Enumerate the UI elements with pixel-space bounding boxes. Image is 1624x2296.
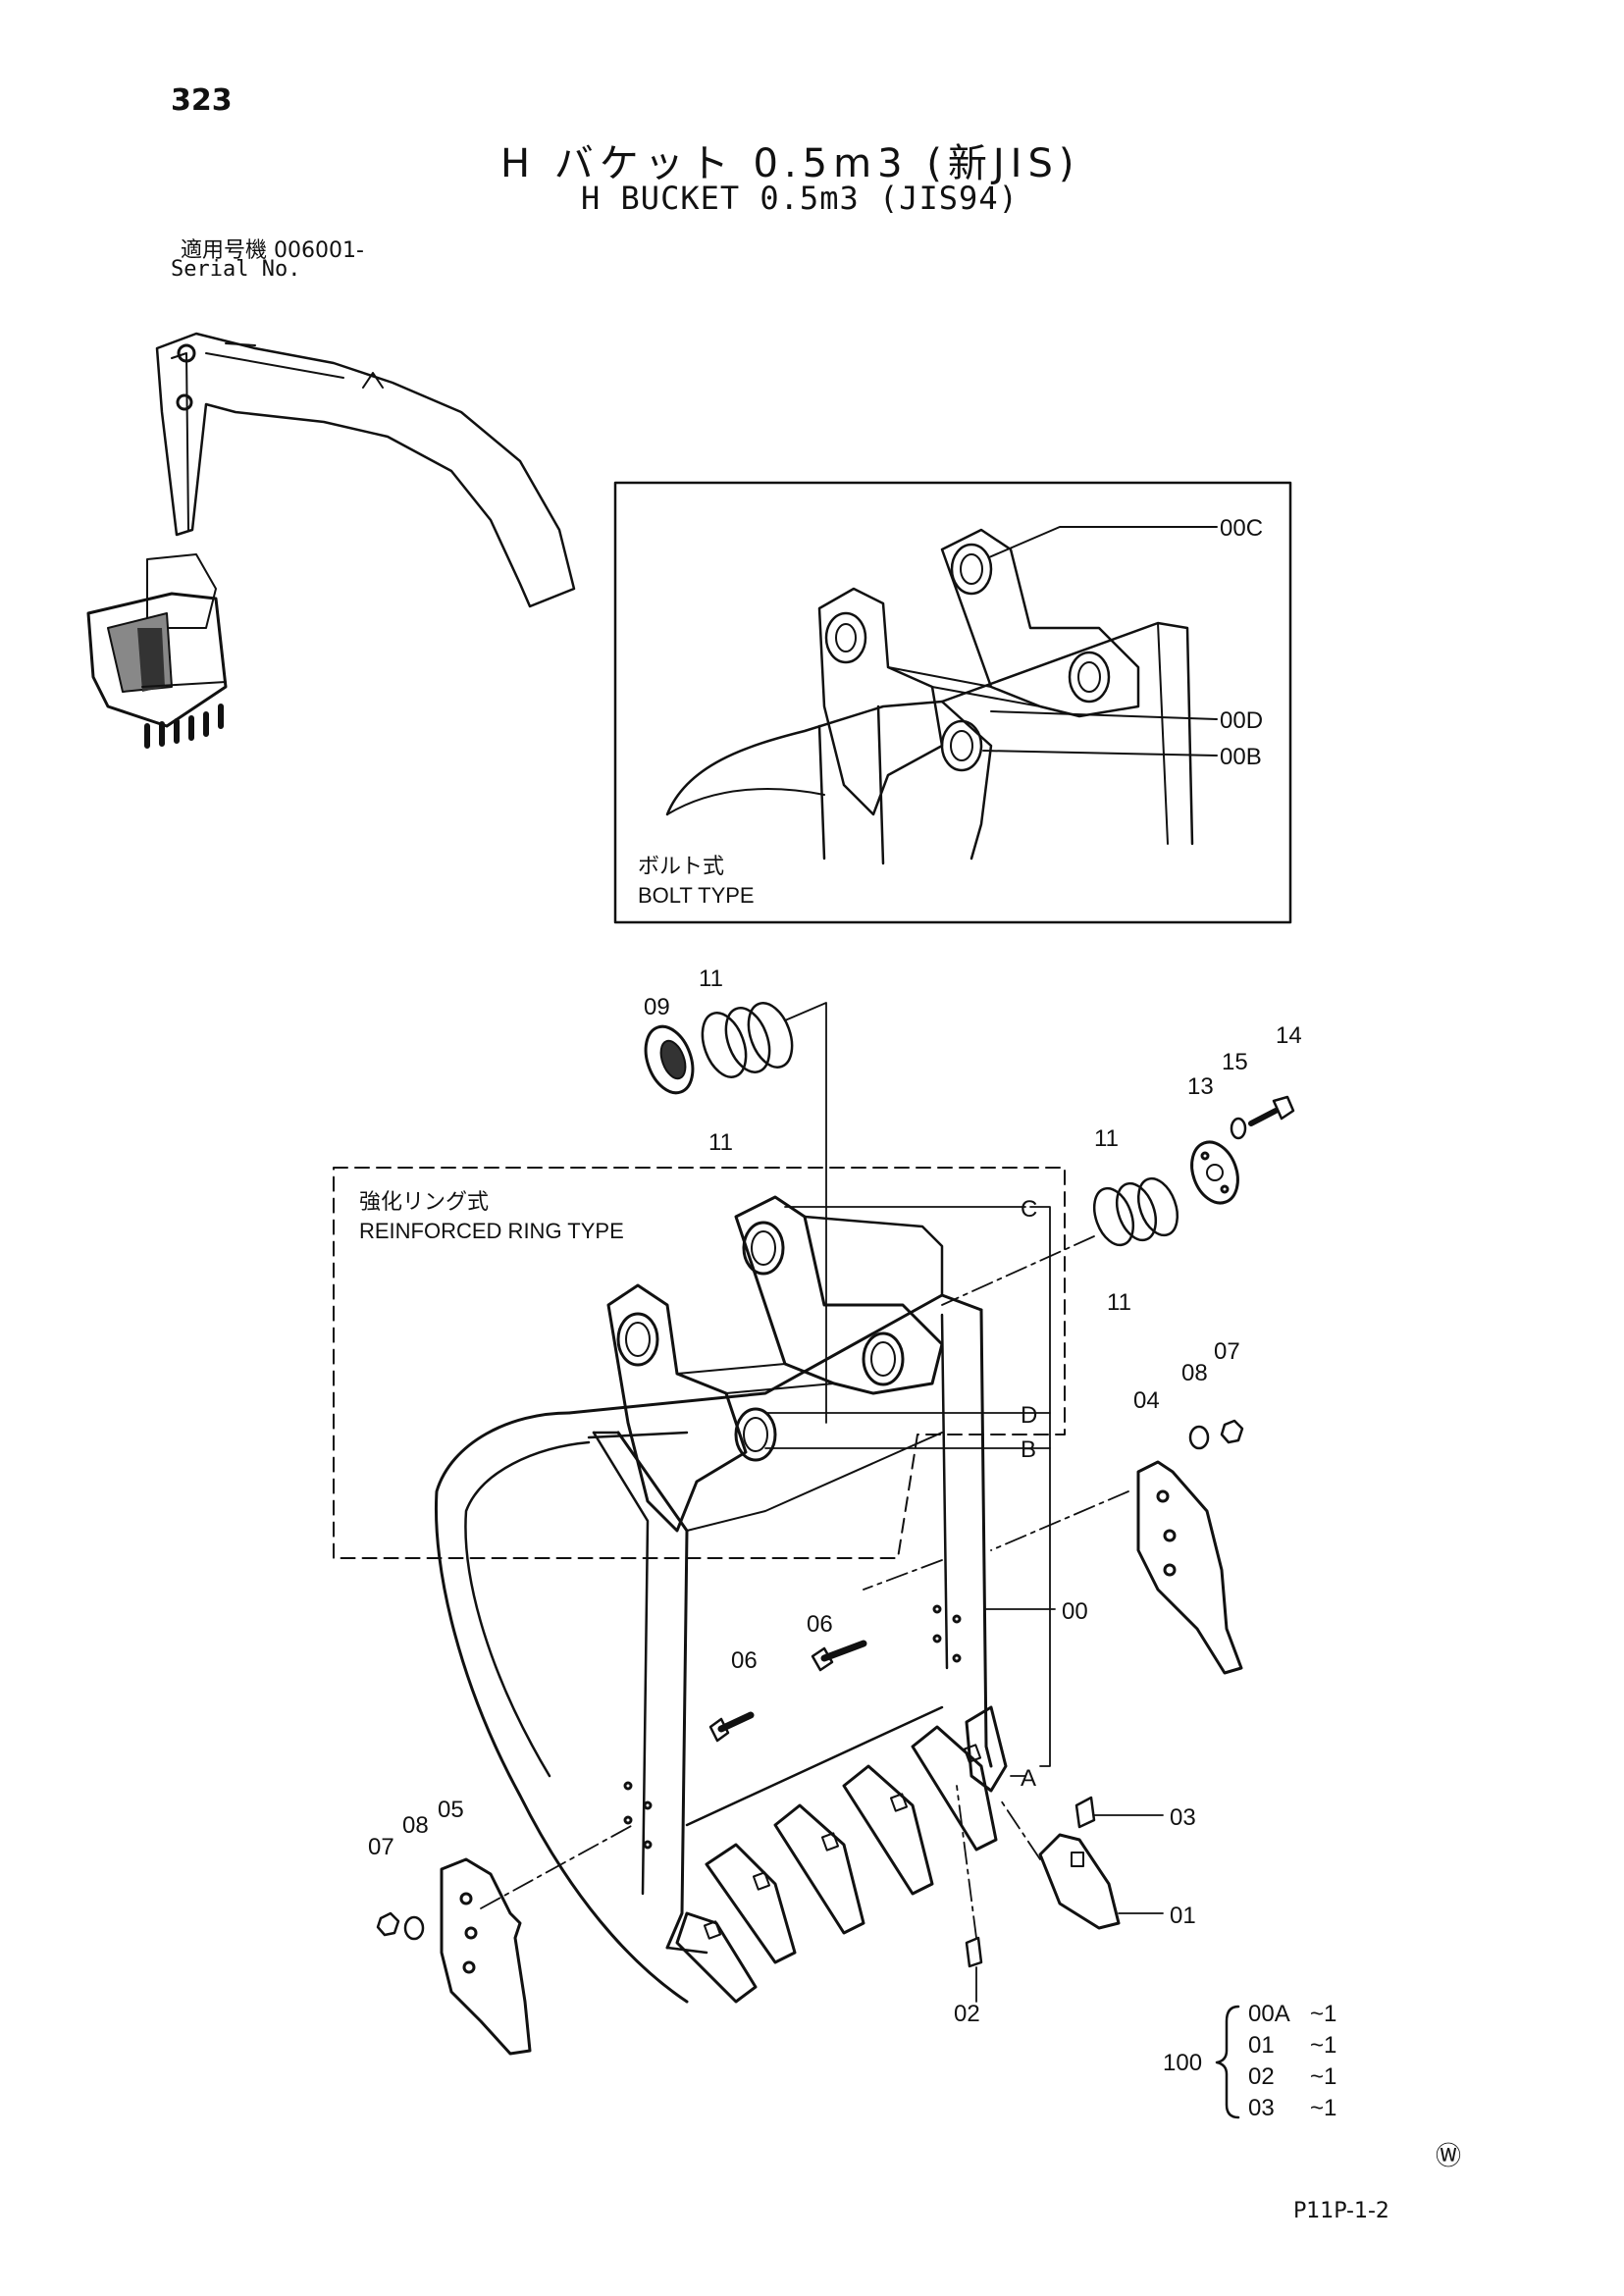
part-labels: 09 11 11 11 11 13 14 15 04 07 08 06 06 0… <box>368 965 1302 2027</box>
part-08-washer-upper <box>1188 1425 1210 1450</box>
part-02-pin <box>965 1936 983 1968</box>
bolt-type-caption-en: BOLT TYPE <box>638 883 755 908</box>
ring-type-caption-jp: 強化リング式 <box>359 1189 489 1214</box>
label-14: 14 <box>1276 1022 1302 1049</box>
part-07-nut-lower <box>376 1911 400 1937</box>
label-11-right-upper: 11 <box>1094 1125 1119 1152</box>
label-d: D <box>1021 1402 1037 1429</box>
kit-item-qty: ~1 <box>1310 2095 1336 2121</box>
kit-number: 100 <box>1163 2050 1202 2076</box>
label-11-top-lower: 11 <box>708 1129 733 1156</box>
leader-lines <box>480 1002 1164 2003</box>
excavator-arm-thumbnail <box>86 332 576 749</box>
callout-00c: 00C <box>1220 515 1263 542</box>
label-b: B <box>1021 1436 1036 1463</box>
callout-00d: 00D <box>1220 707 1263 734</box>
label-a: A <box>1021 1765 1036 1792</box>
reinforced-ring-inset: 強化リング式 REINFORCED RING TYPE <box>333 1167 1066 1559</box>
title-english: H BUCKET 0.5m3 (JIS94) <box>581 180 1019 217</box>
part-09-seal <box>644 1024 695 1095</box>
label-05: 05 <box>438 1797 464 1823</box>
label-06-a: 06 <box>807 1611 833 1638</box>
label-07-upper: 07 <box>1214 1338 1240 1365</box>
label-11-top-upper: 11 <box>699 965 723 992</box>
label-11-right-lower: 11 <box>1107 1289 1131 1316</box>
label-00: 00 <box>1062 1598 1088 1625</box>
label-08-upper: 08 <box>1181 1360 1208 1386</box>
part-15-washer <box>1230 1117 1247 1140</box>
kit-breakdown: 100 00A ~1 01 ~1 02 ~1 03 ~1 <box>1163 2001 1336 2121</box>
part-14-bolt <box>1248 1095 1295 1126</box>
serial-label-japanese: 適用号機 006001- <box>181 238 364 263</box>
serial-label-english: Serial No. <box>171 257 301 282</box>
bucket-main <box>435 1195 1008 2004</box>
ring-type-caption-en: REINFORCED RING TYPE <box>359 1219 624 1243</box>
kit-item-code: 02 <box>1248 2063 1275 2090</box>
label-03: 03 <box>1170 1804 1196 1831</box>
part-01-tooth-point <box>1038 1833 1121 1930</box>
label-13: 13 <box>1187 1073 1214 1100</box>
label-04: 04 <box>1133 1387 1160 1414</box>
part-03-lock <box>1074 1796 1096 1829</box>
label-c: C <box>1021 1196 1037 1223</box>
part-11-rings-top <box>701 1002 794 1078</box>
bolt-type-inset: 00C 00D 00B ボルト式 BOLT TYPE <box>613 481 1292 924</box>
label-02: 02 <box>954 2001 980 2027</box>
kit-item-code: 01 <box>1248 2032 1275 2059</box>
watermark-symbol: Ⓦ <box>1436 2142 1462 2171</box>
page-number: 323 <box>171 83 233 118</box>
part-04-side-cutter <box>1136 1460 1243 1675</box>
kit-item-code: 00A <box>1248 2001 1290 2027</box>
callout-00b: 00B <box>1220 744 1262 770</box>
title-japanese: H バケット 0.5m3 (新JIS) <box>500 141 1080 186</box>
kit-item-qty: ~1 <box>1310 2032 1336 2059</box>
part-06-bolt-a <box>811 1640 867 1672</box>
label-07-lower: 07 <box>368 1834 394 1860</box>
label-09: 09 <box>644 994 670 1020</box>
label-01: 01 <box>1170 1903 1196 1929</box>
part-13-plate <box>1190 1140 1239 1205</box>
part-08-washer-lower <box>403 1915 425 1941</box>
kit-item-qty: ~1 <box>1310 2063 1336 2090</box>
label-08-lower: 08 <box>402 1812 429 1839</box>
part-05-side-cutter <box>440 1857 532 2056</box>
bolt-type-caption-jp: ボルト式 <box>638 854 724 878</box>
kit-item-code: 03 <box>1248 2095 1275 2121</box>
label-06-b: 06 <box>731 1647 758 1674</box>
figure-code: P11P-1-2 <box>1293 2199 1389 2223</box>
part-07-nut-upper <box>1220 1419 1244 1444</box>
part-11-rings-right <box>1092 1176 1179 1247</box>
kit-item-qty: ~1 <box>1310 2001 1336 2027</box>
part-06-bolt-b <box>708 1711 755 1743</box>
label-15: 15 <box>1222 1049 1248 1075</box>
